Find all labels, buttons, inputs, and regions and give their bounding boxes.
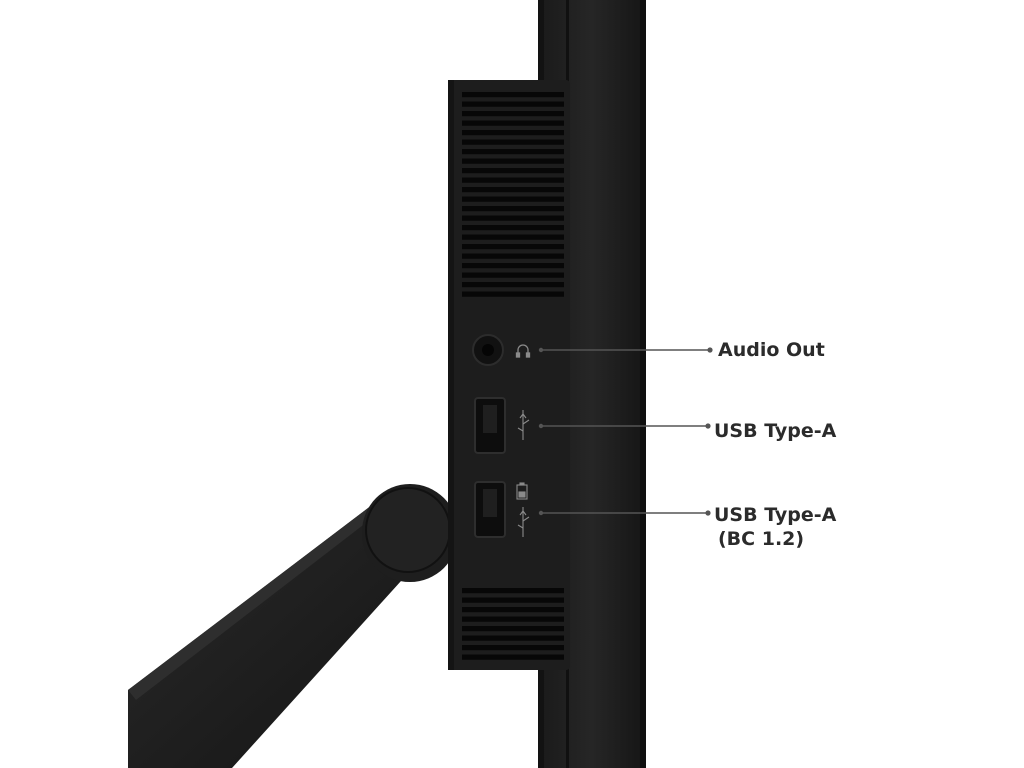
vent-slat <box>462 654 564 660</box>
vent-slat <box>462 177 564 183</box>
vent-slat <box>462 196 564 202</box>
vent-grille-bottom <box>462 588 564 660</box>
vent-slat <box>462 588 564 594</box>
usb-type-a-bc-label-line1: USB Type-A <box>714 504 837 526</box>
usb-type-a-label: USB Type-A <box>714 420 837 442</box>
vent-slat <box>462 244 564 250</box>
vent-grille-top <box>462 92 564 297</box>
vent-slat <box>462 111 564 117</box>
callout-lines <box>538 347 713 516</box>
vent-slat <box>462 616 564 622</box>
vent-slat <box>462 253 564 259</box>
vent-slat <box>462 187 564 193</box>
vent-slat <box>462 215 564 221</box>
vent-slat <box>462 120 564 126</box>
vent-slat <box>462 168 564 174</box>
usb-type-a-bc-port <box>474 481 506 538</box>
vent-slat <box>462 139 564 145</box>
audio-jack-port <box>472 334 504 366</box>
vent-slat <box>462 206 564 212</box>
vent-slat <box>462 597 564 603</box>
usb-type-a-bc-label-line2: (BC 1.2) <box>718 528 805 550</box>
usb-type-a-port <box>474 397 506 454</box>
vent-slat <box>462 635 564 641</box>
vent-slat <box>462 130 564 136</box>
headphone-icon <box>515 344 531 358</box>
vent-slat <box>462 101 564 107</box>
vent-slat <box>462 291 564 297</box>
vent-slat <box>462 607 564 613</box>
usb-superspeed-icon <box>517 410 530 440</box>
vent-slat <box>462 626 564 632</box>
vent-slat <box>462 234 564 240</box>
usb-superspeed-icon <box>517 507 530 537</box>
vent-slat <box>462 92 564 98</box>
stand-arm <box>128 484 458 768</box>
vent-slat <box>462 225 564 231</box>
vent-slat <box>462 158 564 164</box>
vent-slat <box>462 149 564 155</box>
vent-slat <box>462 282 564 288</box>
battery-charging-icon <box>516 482 528 500</box>
usb-type-a-bc-label: USB Type-A (BC 1.2) <box>714 503 836 551</box>
vent-slat <box>462 263 564 269</box>
vent-slat <box>462 645 564 651</box>
audio-out-label: Audio Out <box>718 339 825 361</box>
vent-slat <box>462 272 564 278</box>
